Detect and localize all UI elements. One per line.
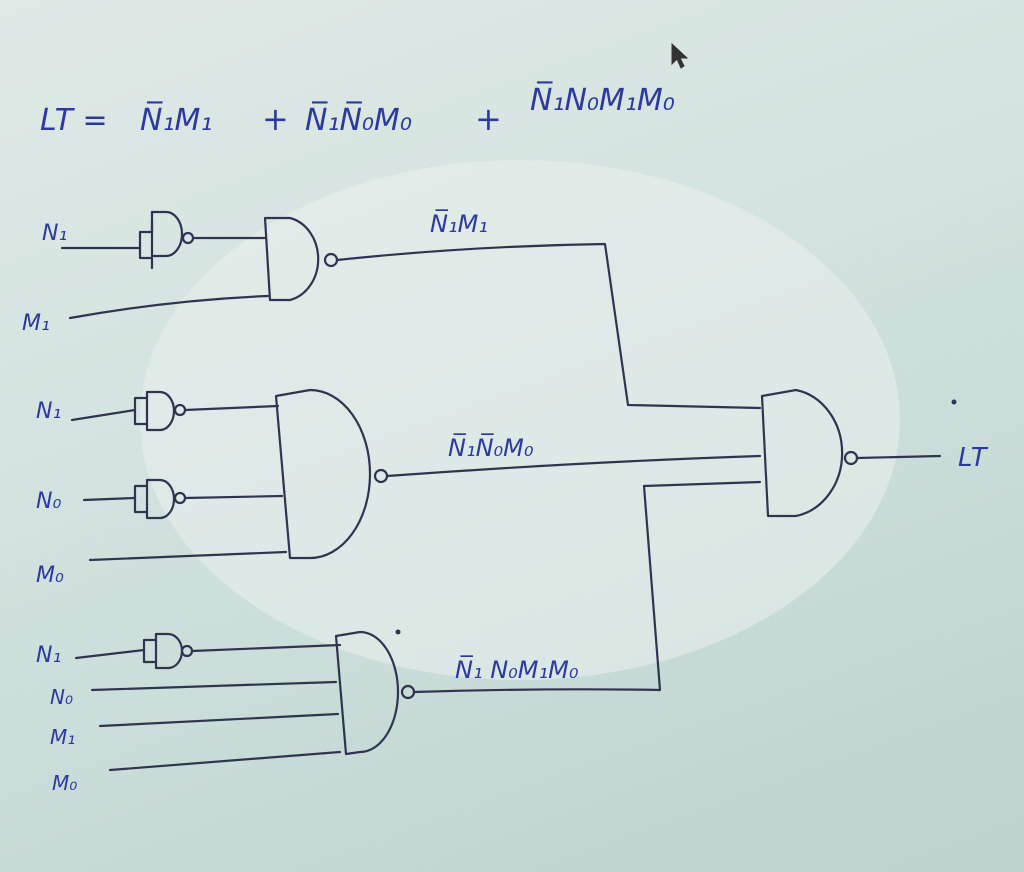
wire <box>142 638 158 664</box>
input-label-m0-c: M₀ <box>52 771 77 795</box>
ink-dot <box>395 629 401 635</box>
gate-group-2: N₁ N₀ M₀ N̅₁N̅₀M₀ <box>36 388 762 588</box>
equation-term-2: N̅₁N̅₀M₀ <box>305 101 412 138</box>
wire <box>98 712 340 728</box>
input-label-n0-c: N₀ <box>50 685 73 709</box>
nand-bubble-3 <box>400 684 416 700</box>
wire <box>70 408 137 422</box>
inverter-bubble <box>180 644 194 658</box>
wire <box>183 404 280 412</box>
gate-group-1: N₁ M₁ N̅₁M₁ <box>22 209 762 410</box>
inverter-gate <box>150 210 184 258</box>
nand-gate-1 <box>263 216 320 302</box>
output-gate: LT <box>760 388 989 518</box>
wire <box>108 750 342 772</box>
wire <box>74 648 146 660</box>
equation: LT = N̅₁M₁ + N̅₁N̅₀M₀ + N̅₁N₀M₁M₀ <box>40 81 675 138</box>
inverter-gate <box>145 478 176 520</box>
input-label-n0-b: N₀ <box>36 489 61 514</box>
wire-label-1: N̅₁M₁ <box>430 209 488 238</box>
wire <box>138 220 154 270</box>
input-label-n1-a: N₁ <box>42 221 67 246</box>
inverter-bubble <box>181 231 195 245</box>
wire <box>68 294 270 320</box>
wire <box>133 484 149 514</box>
output-label: LT <box>958 443 989 473</box>
nand-gate-2 <box>274 388 372 560</box>
glare <box>140 160 900 680</box>
equation-plus-1: + <box>262 100 289 138</box>
wire <box>190 643 342 653</box>
inverter-gate <box>154 632 184 670</box>
inverter-gate <box>145 390 176 432</box>
input-label-m1-c: M₁ <box>50 725 75 749</box>
wire-label-2: N̅₁N̅₀M₀ <box>448 433 534 462</box>
wire <box>183 494 284 500</box>
wire <box>90 680 338 692</box>
wire <box>88 550 288 562</box>
nand-gate-final <box>760 388 844 518</box>
input-label-n1-b: N₁ <box>36 399 61 424</box>
wire <box>855 454 942 460</box>
input-label-m0-b: M₀ <box>36 563 64 588</box>
equation-term-3: N̅₁N₀M₁M₀ <box>530 81 675 118</box>
gate-group-3: N₁ N₀ M₁ M₀ N̅₁ N₀M₁M₀ <box>36 480 762 795</box>
equation-lhs: LT = <box>40 103 108 138</box>
equation-plus-2: + <box>475 100 502 138</box>
wire <box>385 454 762 478</box>
nand-gate-3 <box>334 630 400 756</box>
input-label-m1-a: M₁ <box>22 311 50 336</box>
wire <box>82 496 137 502</box>
wire-label-3: N̅₁ N₀M₁M₀ <box>455 655 579 684</box>
cursor-icon <box>671 42 689 69</box>
input-label-n1-c: N₁ <box>36 643 61 668</box>
equation-term-1: N̅₁M₁ <box>140 101 212 138</box>
wire <box>335 242 762 410</box>
wire <box>412 480 762 694</box>
ink-dot <box>951 399 957 405</box>
